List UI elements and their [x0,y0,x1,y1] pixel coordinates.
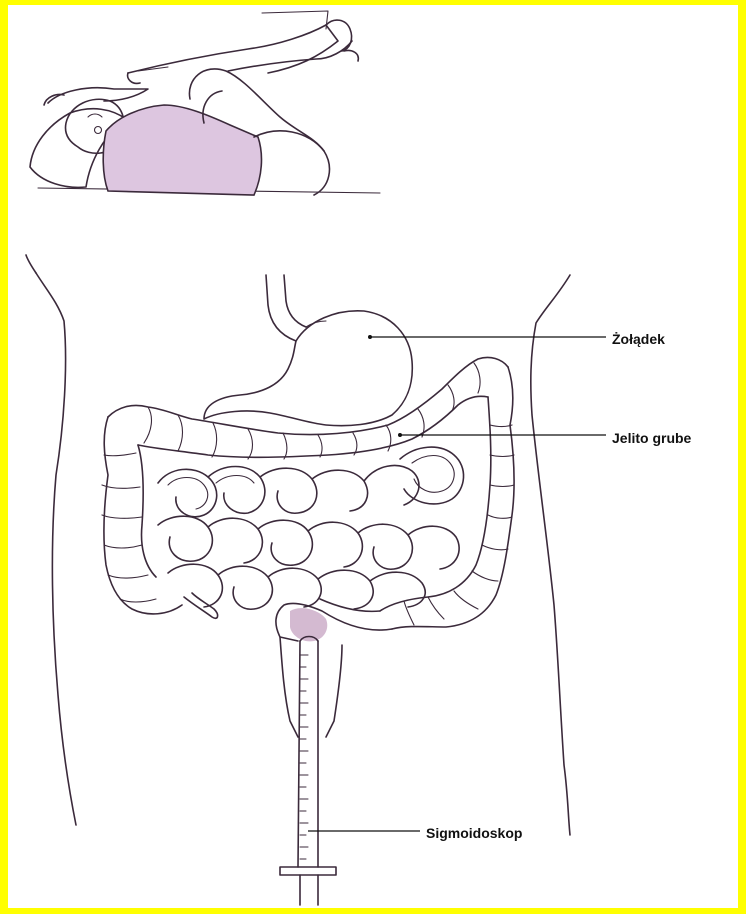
label-sigmoidoscope: Sigmoidoskop [426,825,522,841]
scope-graduations [300,655,308,859]
scope-handle [300,875,318,905]
colon-ascending-inner [138,445,156,577]
esophagus [266,275,296,341]
right-torso-edge [531,275,570,835]
anatomy-illustration [8,5,738,908]
small-intestine [158,447,464,618]
left-torso-edge [36,273,76,825]
label-leaders [308,335,606,831]
scope-flange [280,867,336,875]
large-intestine [102,357,514,737]
patient-shirt [103,105,261,195]
stomach-outline [204,311,412,426]
patient-leg-upper [128,25,338,73]
diagram-frame: Żołądek Jelito grube Sigmoidoskop [8,5,738,908]
rectum-left-wall [280,637,298,737]
scope-tube [298,641,318,867]
stomach-organ [204,275,412,426]
label-stomach: Żołądek [612,331,665,347]
colon-transverse-top [108,357,508,434]
body-outline [26,255,570,835]
colon-transverse-bottom [138,396,488,457]
appendix [184,593,218,618]
label-colon: Jelito grube [612,430,691,446]
rectum-right-wall [326,645,342,737]
patient-hips [254,131,329,195]
patient-position-illustration [30,11,380,195]
sigmoidoscope-instrument [280,637,336,906]
